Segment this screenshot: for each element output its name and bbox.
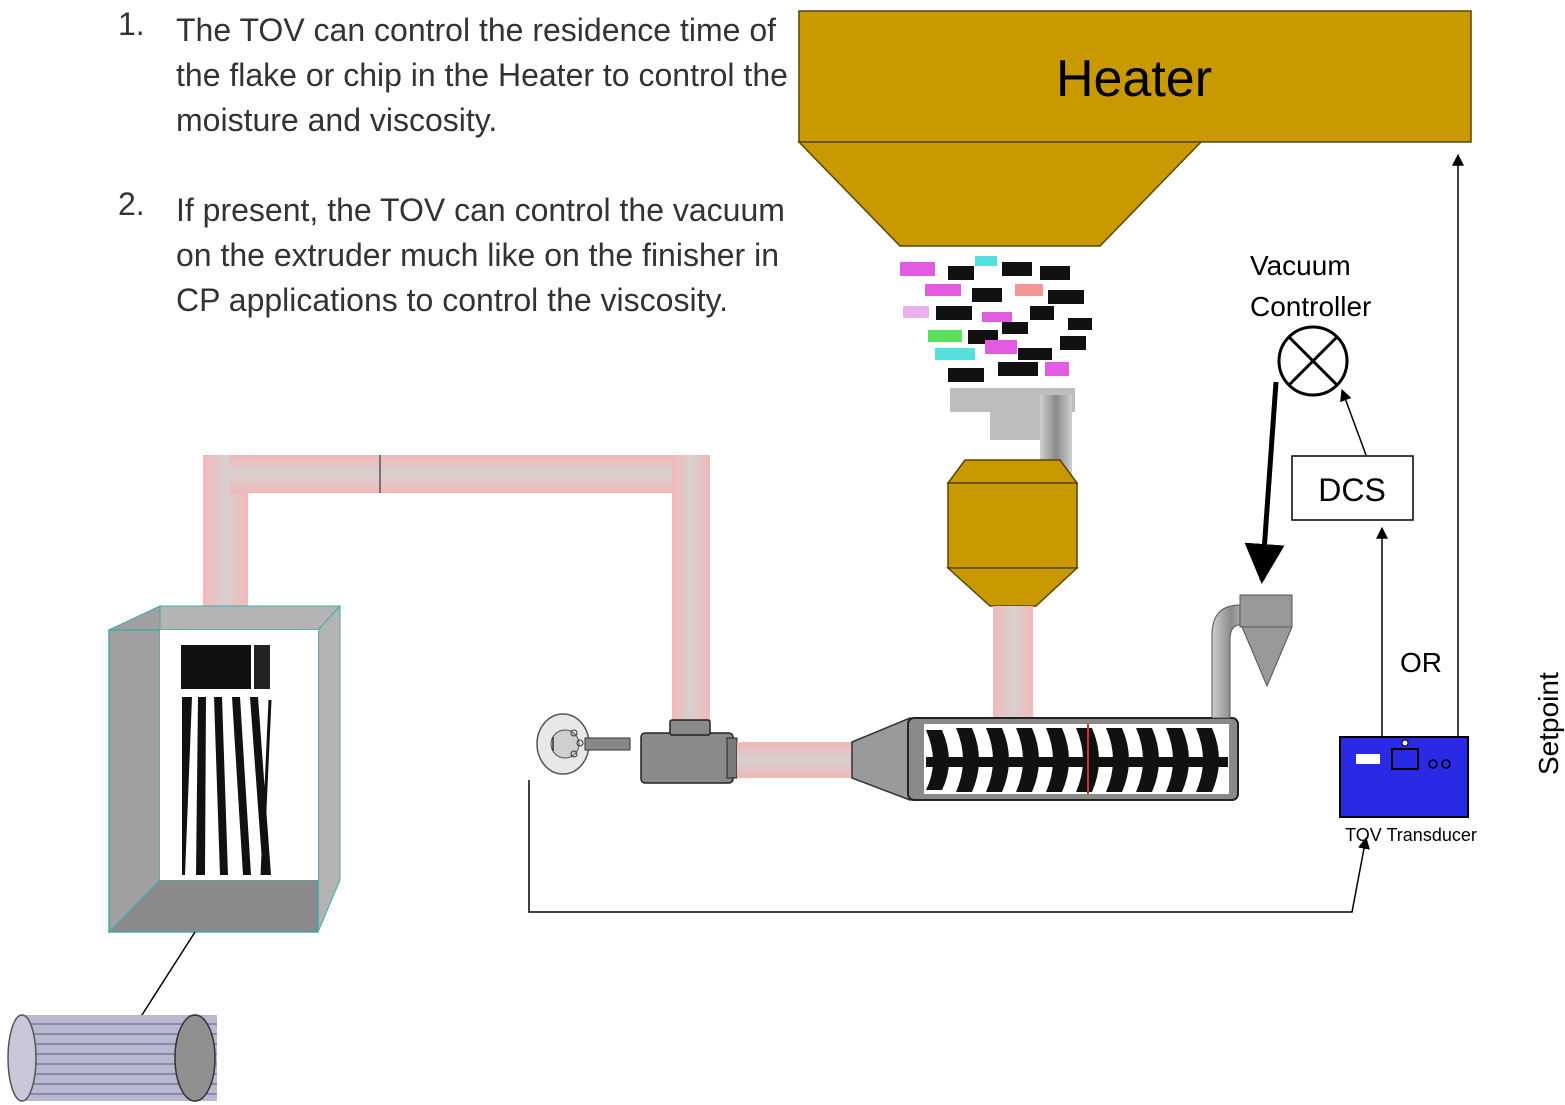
note-2-number: 2. [118, 186, 145, 222]
tov-transducer: TOV Transducer [1339, 736, 1477, 845]
note-2-text: If present, the TOV can control the vacu… [176, 192, 785, 318]
or-label: OR [1400, 647, 1442, 678]
vacuum-controller-label-2: Controller [1250, 291, 1371, 322]
gearbox [640, 719, 738, 784]
hopper-outlet-pipe [993, 606, 1033, 718]
drive-motor [536, 713, 631, 775]
tov-transducer-label: TOV Transducer [1345, 825, 1477, 845]
dcs-to-valve-arrow [1340, 388, 1367, 456]
vacuum-arrow [1244, 381, 1285, 584]
control-cabinet [107, 604, 342, 934]
notes-list: 1. The TOV can control the residence tim… [118, 6, 798, 368]
note-1: 1. The TOV can control the residence tim… [118, 6, 798, 143]
note-1-number: 1. [118, 6, 145, 42]
vacuum-vent [1211, 594, 1293, 719]
vacuum-controller: Vacuum Controller [1250, 250, 1371, 397]
heater-hopper [797, 141, 1203, 247]
dcs-box: DCS [1291, 455, 1414, 521]
heater: Heater [797, 10, 1472, 247]
feedback-line [528, 780, 1370, 913]
drive-shaft-pipe [737, 742, 860, 778]
drum [7, 1014, 217, 1102]
drum-link-line [139, 931, 196, 1019]
vacuum-controller-label-1: Vacuum [1250, 250, 1351, 281]
flake-chips [900, 256, 1092, 382]
dcs-label: DCS [1318, 472, 1386, 508]
feed-hopper [946, 459, 1079, 607]
extruder [851, 716, 1239, 802]
note-1-text: The TOV can control the residence time o… [176, 12, 788, 138]
note-2: 2. If present, the TOV can control the v… [118, 186, 798, 323]
heater-body [798, 10, 1472, 143]
heater-label: Heater [1056, 50, 1212, 108]
setpoint-label: Setpoint [1533, 672, 1564, 775]
valve-icon [1277, 325, 1349, 397]
overhead-pipe [203, 455, 710, 725]
